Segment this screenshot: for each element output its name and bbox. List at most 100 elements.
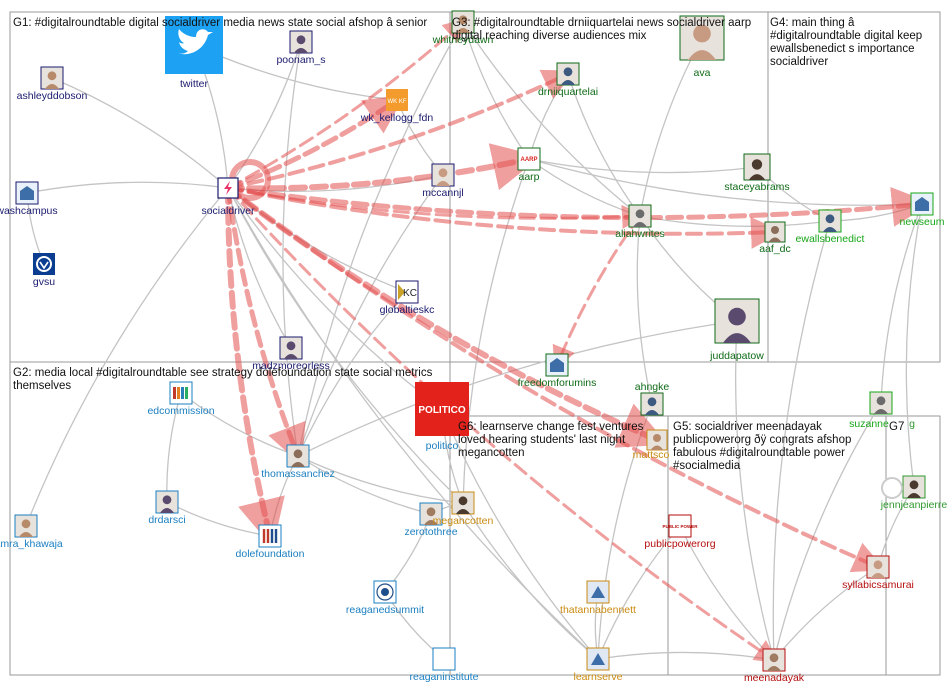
hub-edge-socialdriver-wk_kellogg_fdn [225, 94, 406, 191]
edge-ava-aliahwrites [637, 37, 703, 217]
node-label: mattsco [633, 449, 670, 461]
node-label: gvsu [33, 276, 55, 288]
node-poonam_s[interactable]: poonam_s [276, 30, 326, 66]
node-mccannjl[interactable]: mccannjl [422, 163, 464, 199]
node-drniiquartelai[interactable]: drniiquartelai [538, 62, 598, 98]
node-label: zerotothree [404, 526, 457, 538]
svg-text:POLITICO: POLITICO [418, 405, 465, 416]
node-suzanne[interactable]: suzanne [849, 391, 893, 430]
blank-avatar-icon [432, 647, 456, 671]
edges-hub [225, 17, 932, 664]
node-label: newseum [900, 216, 945, 228]
node-label: thatannabennett [560, 604, 636, 616]
node-mattsco[interactable]: mattsco [633, 429, 670, 461]
hub-edge-socialdriver-thomassanchez [225, 185, 306, 466]
edge-socialdriver-poonam_s [227, 41, 303, 189]
node-label: publicpowerorg [644, 538, 715, 550]
node-jennjeanpierre[interactable]: jennjeanpierre [880, 475, 948, 511]
group-box-g7 [885, 415, 941, 676]
node-whitneydawn[interactable]: whitneydawn [432, 10, 494, 46]
edge-publicpowerorg-learnserve [597, 525, 681, 660]
node-ava[interactable]: ava [679, 15, 725, 79]
node-edcommission[interactable]: edcommission [147, 381, 215, 417]
placeholder-icon [881, 477, 903, 499]
node-label: madzmoreorless [252, 360, 330, 372]
edge-syllabicsamurai-meenadayak [773, 566, 879, 661]
node-thatannabennett[interactable]: thatannabennett [560, 580, 636, 616]
node-dolefoundation[interactable]: dolefoundation [236, 524, 305, 560]
publicpower-logo-icon [668, 514, 692, 538]
edge-aarp-megancotten [459, 158, 530, 504]
edge-juddapatow-meenadayak [734, 320, 776, 661]
edge-megancotten-learnserve [462, 502, 599, 660]
kc-logo-icon [395, 280, 419, 304]
node-label: drniiquartelai [538, 86, 598, 98]
edges-plain [25, 21, 923, 662]
node-aaf_dc[interactable]: aaf_dc [759, 221, 791, 255]
edge-whitneydawn-aliahwrites [462, 21, 641, 217]
node-madzmoreorless[interactable]: madzmoreorless [252, 336, 330, 372]
node-ewallsbenedict[interactable]: ewallsbenedict [796, 209, 865, 245]
node-learnserve[interactable]: learnserve [573, 647, 623, 683]
node-reaganinstitute[interactable]: reaganinstitute [410, 647, 479, 683]
wkkf-logo-icon [386, 89, 408, 111]
node-staceyabrams[interactable]: staceyabrams [724, 153, 790, 193]
hub-edge-socialdriver-syllabicsamurai [226, 186, 886, 573]
group-box-g4 [767, 11, 941, 363]
node-washcampus[interactable]: washcampus [0, 181, 58, 217]
group-box-g2 [9, 361, 451, 676]
group-title-g7: G7 [889, 421, 904, 433]
edge-aarp-staceyabrams [528, 158, 758, 174]
node-aliahwrites[interactable]: aliahwrites [615, 204, 665, 240]
node-syllabicsamurai[interactable]: syllabicsamurai [842, 555, 914, 591]
node-drdarsci[interactable]: drdarsci [148, 490, 186, 526]
node-label: learnserve [573, 671, 622, 683]
node-ashleyddobson[interactable]: ashleyddobson [17, 66, 88, 102]
node-reaganedsummit[interactable]: reaganedsummit [346, 580, 424, 616]
node-gvsu[interactable]: gvsu [33, 253, 55, 288]
node-label: syllabicsamurai [842, 579, 914, 591]
group-title-g3: G3: #digitalroundtable drniiquartelai ne… [452, 17, 751, 42]
node-label: drdarsci [148, 514, 185, 526]
node-label: reaganinstitute [410, 671, 479, 683]
node-meenadayak[interactable]: meenadayak [744, 648, 805, 684]
node-label: mccannjl [422, 187, 463, 199]
node-ahngke[interactable]: ahngke [635, 381, 670, 416]
node-juddapatow[interactable]: juddapatow [709, 298, 764, 362]
node-label: aaf_dc [759, 243, 791, 255]
node-zerotothree[interactable]: zerotothree [404, 502, 458, 538]
node-label: ava [694, 67, 711, 79]
node-twitter[interactable]: twitter [165, 16, 223, 90]
node-socialdriver[interactable]: socialdriver [201, 177, 255, 217]
node-newseum[interactable]: newseum [900, 192, 945, 228]
node-g7-anon[interactable] [881, 477, 903, 499]
node-g7-extra[interactable]: g [909, 418, 915, 430]
dole-logo-icon [258, 524, 282, 548]
node-megancotten[interactable]: megancotten [433, 491, 494, 527]
edge-aliahwrites-ewallsbenedict [639, 215, 831, 227]
node-label: ewallsbenedict [796, 233, 865, 245]
edge-suzanne-meenadayak [771, 402, 882, 661]
hub-edge-socialdriver-drniiquartelai [226, 69, 576, 190]
node-thomassanchez[interactable]: thomassanchez [261, 444, 335, 480]
node-freedomforumins[interactable]: freedomforumins [518, 353, 597, 389]
node-label: meenadayak [744, 672, 805, 684]
group-title-g1: G1: #digitalroundtable digital socialdri… [13, 17, 427, 29]
node-label: dolefoundation [236, 548, 305, 560]
node-label: megancotten [433, 515, 494, 527]
edge-socialdriver-samra_khawaja [25, 187, 229, 527]
group-boxes [9, 11, 941, 676]
node-label: freedomforumins [518, 377, 597, 389]
edge-thomassanchez-megancotten [297, 455, 464, 507]
edge-newseum-suzanne [877, 203, 923, 404]
edge-thomassanchez-zerotothree [297, 455, 432, 516]
edge-socialdriver-ashleyddobson [51, 77, 229, 189]
node-samra_khawaja[interactable]: samra_khawaja [0, 514, 63, 550]
